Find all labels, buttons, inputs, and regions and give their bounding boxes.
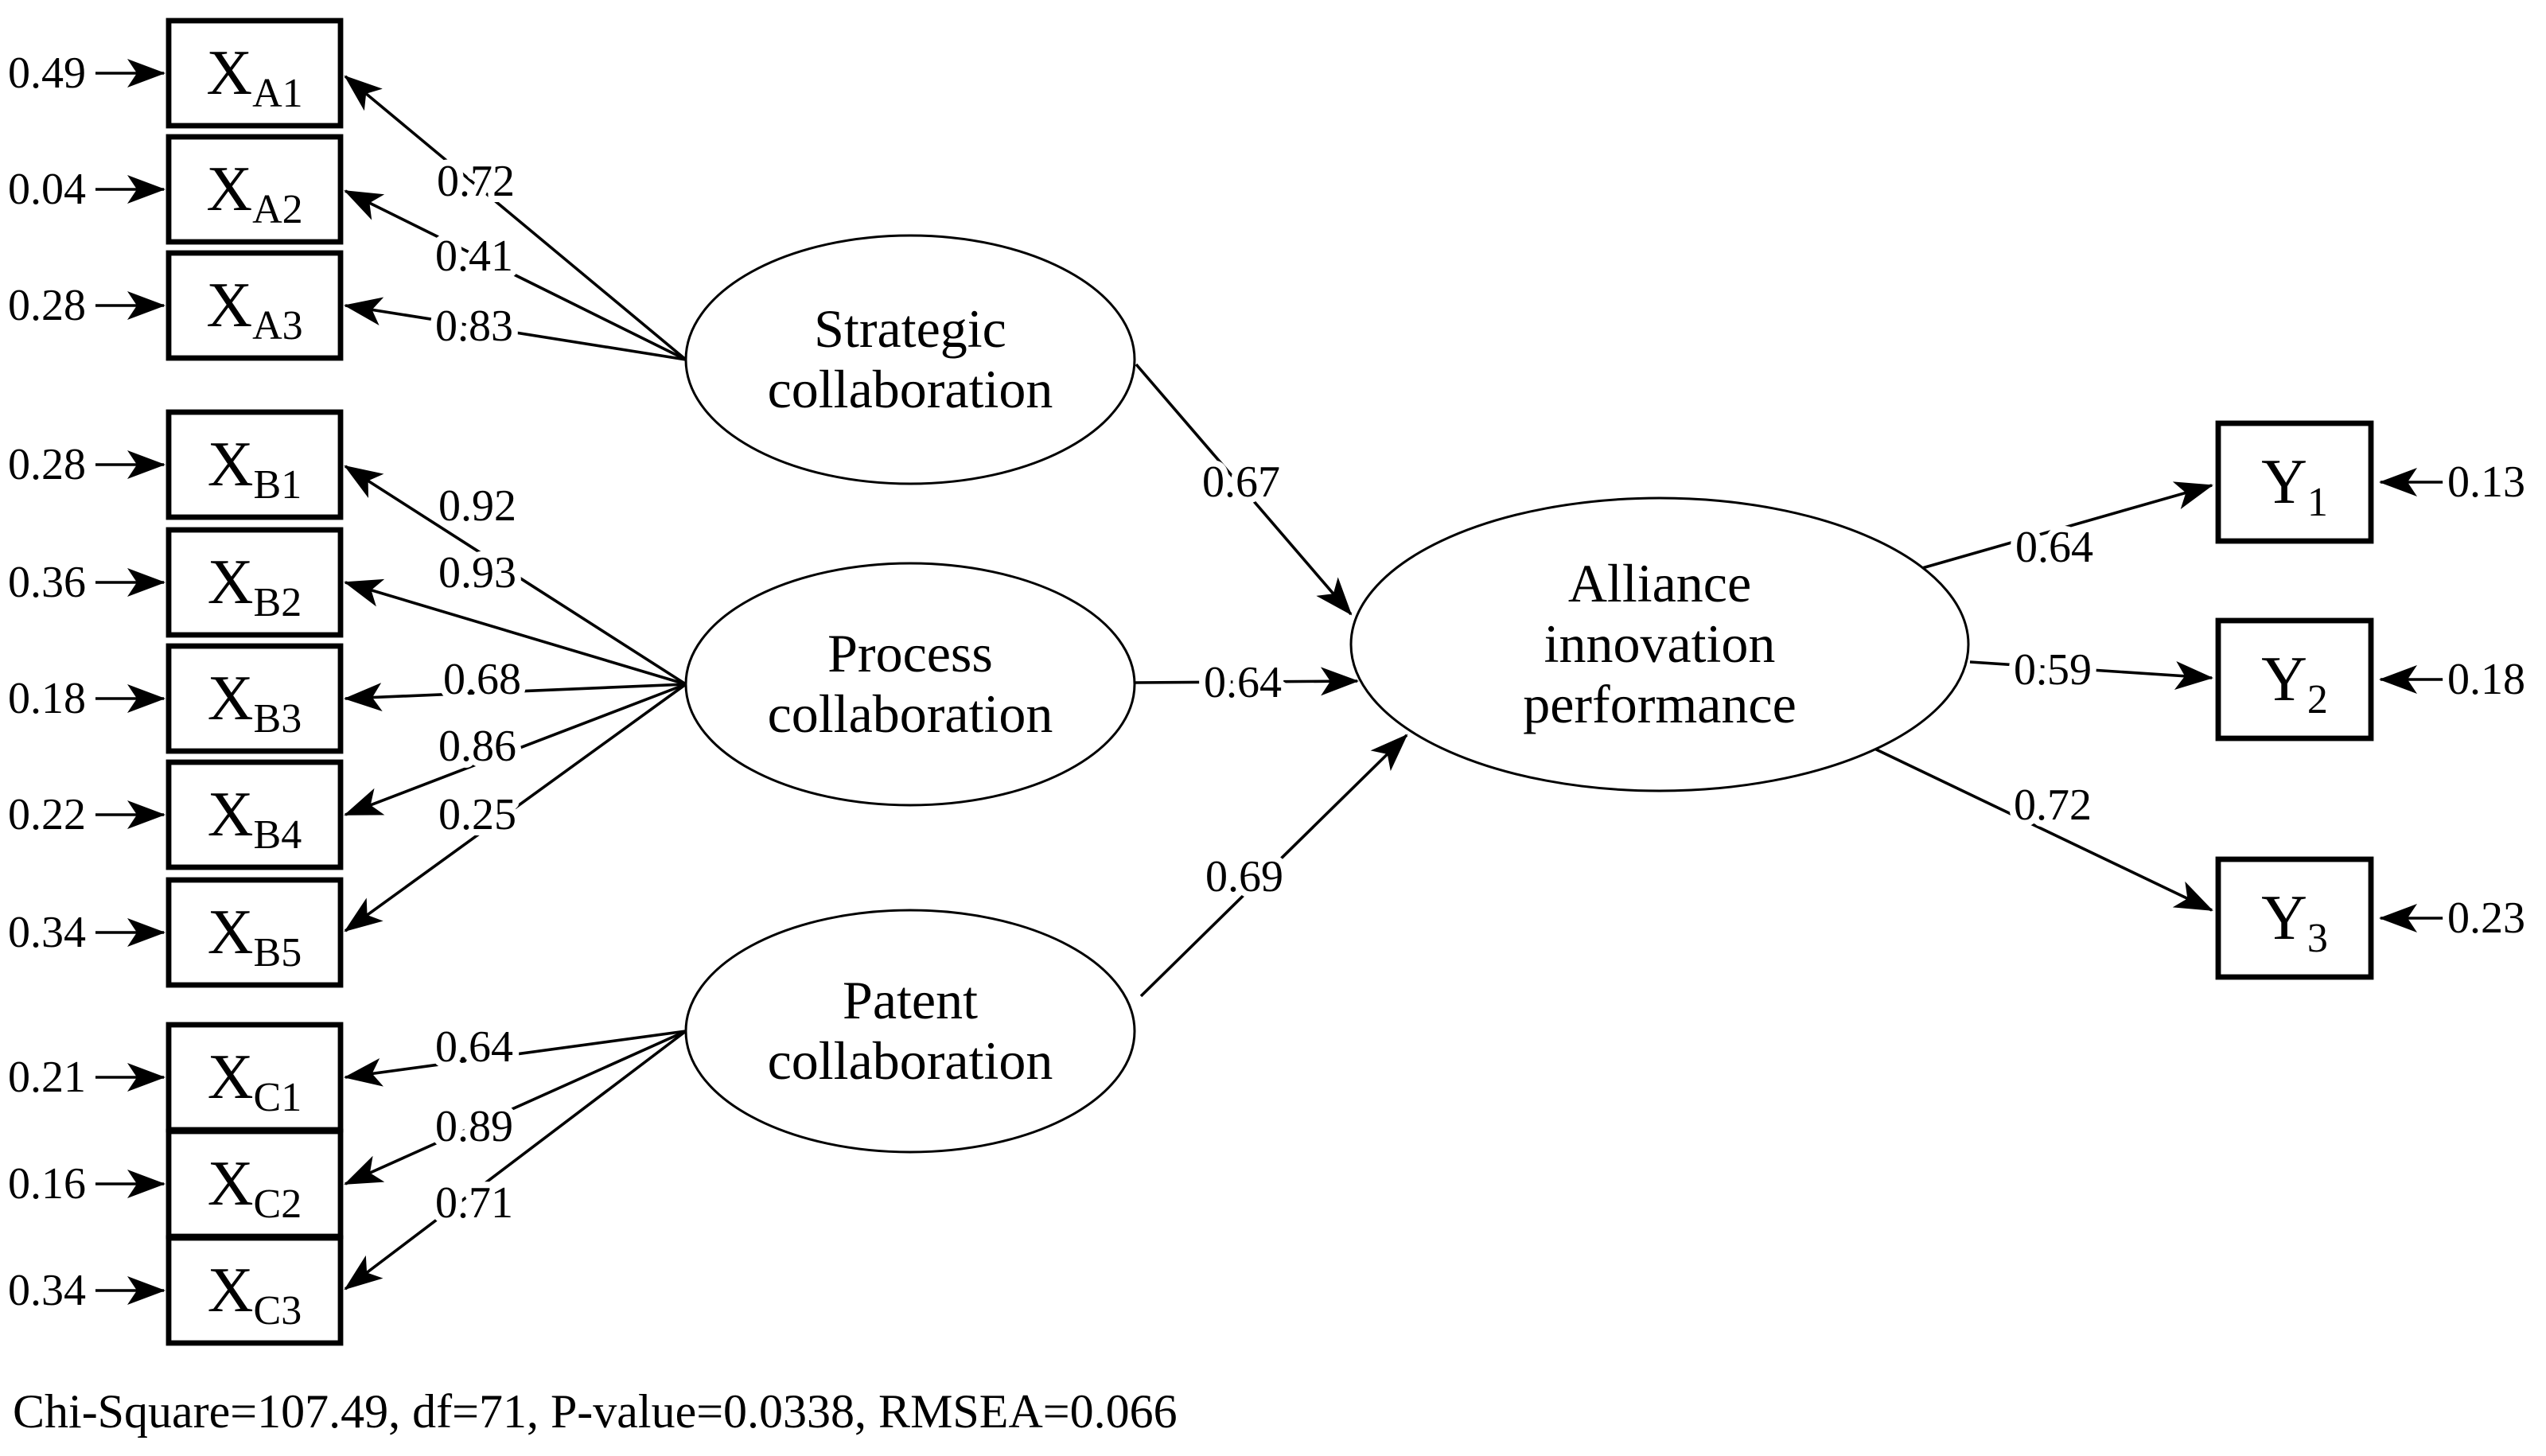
loading-arrow-xb5 [344,683,687,932]
error-value-xb1: 0.28 [8,440,86,489]
loading-value-y3: 0.72 [2014,781,2092,830]
indicator-label-xb3: XB3 [208,664,302,742]
indicator-box-xb1 [165,409,344,520]
error-value-xa2: 0.04 [8,165,86,214]
loading-value-xa3: 0.83 [435,302,513,351]
indicator-label-xb4: XB4 [208,780,302,858]
indicator-label-y1: Y1 [2261,447,2328,525]
indicator-box-xa2 [165,134,344,245]
path-value-process-alliance: 0.64 [1204,658,1282,707]
loading-arrow-xb1 [344,465,687,686]
indicator-label-xa2: XA2 [206,154,302,232]
indicator-label-xb1: XB1 [208,430,302,508]
indicator-box-xb5 [165,877,344,988]
indicator-label-xc3: XC3 [208,1256,302,1333]
indicator-box-xb4 [165,759,344,870]
indicator-box-y2 [2215,617,2374,742]
error-value-xc2: 0.16 [8,1159,86,1209]
error-value-y2: 0.18 [2447,655,2525,704]
indicator-label-xc2: XC2 [208,1149,302,1227]
loading-arrow-xb4 [344,683,687,816]
latent-patent-label-line1: Patent [843,970,978,1030]
latent-alliance-label-line1: Alliance [1568,553,1751,613]
loading-value-xa2: 0.41 [435,232,513,281]
indicator-box-xb3 [165,643,344,754]
loading-arrow-y3 [1872,746,2213,912]
error-value-y1: 0.13 [2447,457,2525,507]
indicator-label-xb2: XB2 [208,547,302,625]
loading-value-xc2: 0.89 [435,1102,513,1151]
loading-value-xb4: 0.86 [438,722,516,771]
error-value-xb2: 0.36 [8,558,86,607]
latent-process-ellipse [684,562,1136,807]
loading-value-y2: 0.59 [2014,645,2092,695]
error-value-xa3: 0.28 [8,281,86,330]
latent-alliance-label-line3: performance [1523,674,1797,734]
loading-arrow-xa1 [344,75,687,361]
latent-process-label-line1: Process [827,623,993,683]
path-value-patent-alliance: 0.69 [1205,852,1283,901]
latent-strategic-ellipse [684,234,1136,485]
loading-value-xb1: 0.92 [438,481,516,531]
latent-alliance-ellipse [1349,496,1970,792]
loading-arrow-xa3 [344,297,687,361]
loading-value-xc1: 0.64 [435,1022,513,1072]
indicator-box-xc3 [165,1235,344,1346]
loading-value-xb2: 0.93 [438,548,516,598]
indicator-label-xb5: XB5 [208,897,302,975]
path-arrow-patent-alliance [1139,734,1408,998]
indicator-box-y3 [2215,856,2374,980]
loading-value-xc3: 0.71 [435,1178,513,1228]
indicator-box-y1 [2215,420,2374,544]
indicator-label-y3: Y3 [2261,883,2328,961]
latent-strategic-label-line2: collaboration [768,359,1053,419]
latent-patent-ellipse [684,909,1136,1154]
error-value-xb4: 0.22 [8,790,86,839]
error-value-xb3: 0.18 [8,674,86,723]
fit-statistics-caption: Chi-Square=107.49, df=71, P-value=0.0338… [13,1385,1178,1438]
indicator-box-xb2 [165,527,344,638]
indicator-label-xc1: XC1 [208,1042,302,1120]
loading-value-xb3: 0.68 [443,655,521,704]
error-value-xc3: 0.34 [8,1266,86,1315]
indicator-box-xa1 [165,18,344,129]
latent-alliance-label-line2: innovation [1544,613,1776,674]
latent-strategic-label-line1: Strategic [814,298,1006,359]
loading-arrow-xb3 [344,683,687,712]
arrow-layer [95,59,2463,1305]
loading-value-xb5: 0.25 [438,790,516,839]
indicator-box-xa3 [165,250,344,361]
latent-process-label-line2: collaboration [768,683,1053,744]
loading-value-xa1: 0.72 [437,157,515,206]
loading-arrow-y1 [1921,481,2213,570]
loading-arrow-y2 [1969,660,2213,690]
loading-arrow-xb2 [344,578,687,686]
error-value-xc1: 0.21 [8,1053,86,1102]
error-value-y3: 0.23 [2447,893,2525,943]
loading-value-y1: 0.64 [2015,523,2093,572]
indicator-box-xc2 [165,1128,344,1240]
indicator-label-xa1: XA1 [206,38,302,116]
error-value-xa1: 0.49 [8,49,86,98]
latent-patent-label-line2: collaboration [768,1030,1053,1091]
indicator-label-y2: Y2 [2261,644,2328,722]
indicator-box-xc1 [165,1022,344,1133]
path-value-strategic-alliance: 0.67 [1202,457,1280,507]
loading-arrow-xc2 [344,1030,687,1185]
loading-arrow-xc3 [344,1030,687,1291]
path-arrow-strategic-alliance [1135,363,1353,616]
path-arrow-process-alliance [1134,667,1359,696]
indicator-label-xa3: XA3 [206,271,302,348]
loading-arrow-xc1 [344,1030,687,1087]
error-value-xb5: 0.34 [8,908,86,957]
loading-arrow-xa2 [344,189,687,361]
